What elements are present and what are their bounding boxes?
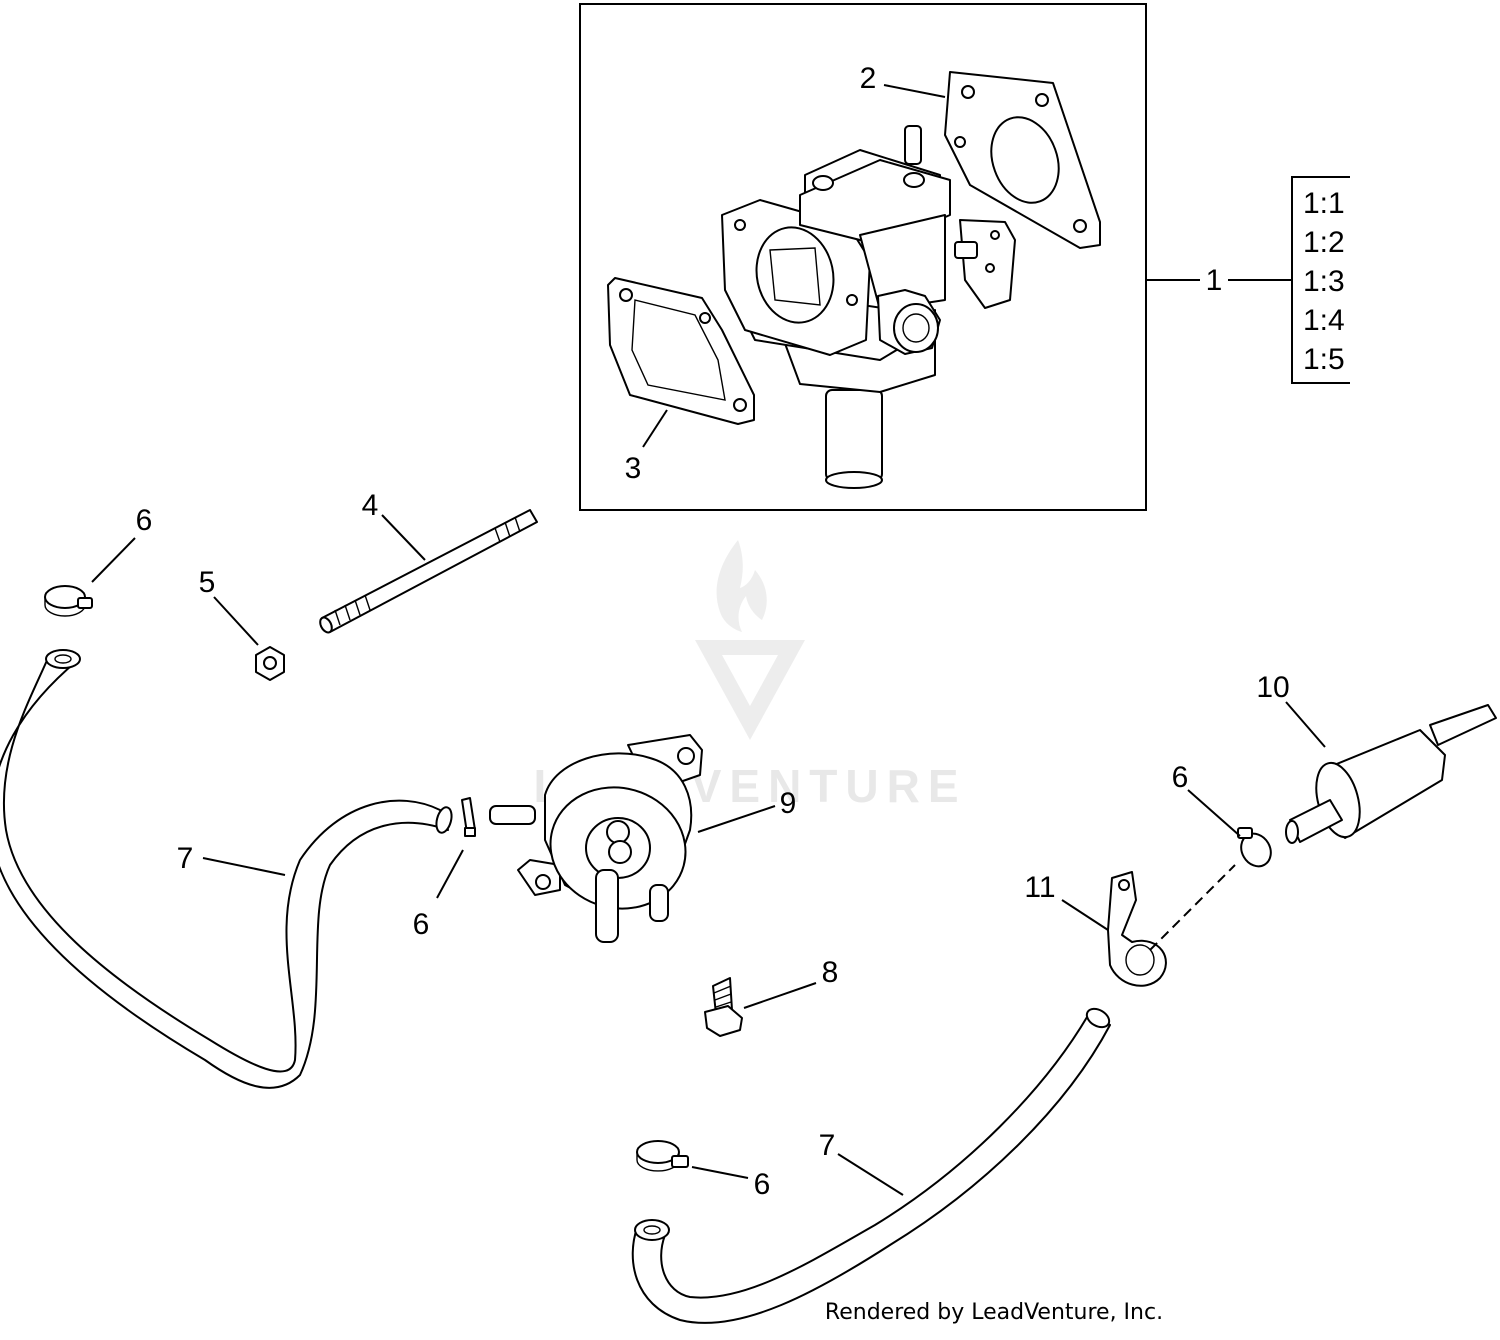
carburetor-kit-frame <box>579 3 1147 511</box>
fuel-hose-part-bottom <box>631 1007 1111 1324</box>
carburetor-part <box>721 125 1016 489</box>
gasket-lower-part <box>607 277 755 425</box>
subpart-1-3: 1:3 <box>1303 265 1345 298</box>
hose-clamp-part-upper-left <box>44 585 93 617</box>
subpart-1-1: 1:1 <box>1303 187 1345 220</box>
subpart-1-4: 1:4 <box>1303 304 1345 337</box>
subpart-bracket: 1:1 1:2 1:3 1:4 1:5 <box>1146 176 1350 384</box>
gasket-upper-part <box>944 71 1101 249</box>
render-credit: Rendered by LeadVenture, Inc. <box>825 1300 1163 1325</box>
callout-10: 10 <box>1256 671 1289 704</box>
callout-7-bottom: 7 <box>819 1129 836 1162</box>
hose-clamp-part-bottom <box>636 1140 689 1172</box>
hose-clamp-part-right <box>1237 827 1272 868</box>
bolt-part <box>704 977 743 1037</box>
callout-3: 3 <box>625 452 642 485</box>
callout-8: 8 <box>822 956 839 989</box>
callout-6-bottom: 6 <box>754 1168 771 1201</box>
assembly-dash-line <box>1149 864 1236 951</box>
callout-1: 1 <box>1206 264 1223 297</box>
callout-4: 4 <box>362 489 379 522</box>
subpart-1-5: 1:5 <box>1303 343 1345 376</box>
hose-clip-part <box>1107 871 1167 987</box>
hose-clamp-part-pump <box>461 797 476 837</box>
leader-lines <box>91 84 1326 1196</box>
callout-6-pump: 6 <box>413 908 430 941</box>
hex-nut-part <box>255 646 285 681</box>
callout-11: 11 <box>1024 871 1055 904</box>
fuel-hose-part-left <box>0 649 453 1089</box>
callout-5: 5 <box>199 566 216 599</box>
callout-2: 2 <box>860 62 877 95</box>
stud-part <box>319 509 538 634</box>
callout-6-right: 6 <box>1172 761 1189 794</box>
subpart-1-2: 1:2 <box>1303 226 1345 259</box>
callout-7-left: 7 <box>177 842 194 875</box>
fuel-pump-part <box>489 734 703 943</box>
callout-9: 9 <box>780 787 797 820</box>
callout-6-upper-left: 6 <box>136 504 153 537</box>
fuel-filter-part <box>1285 704 1497 844</box>
